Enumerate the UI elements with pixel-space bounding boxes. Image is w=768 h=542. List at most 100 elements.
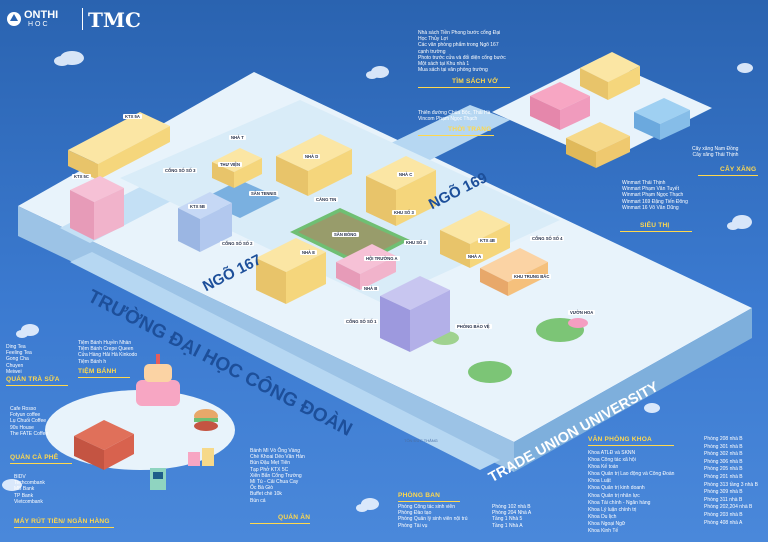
list-item: Cửa Hàng Hải Hà Kinkodo: [78, 352, 138, 359]
rule-tiem-banh: [78, 377, 130, 378]
building-ktx-5a[interactable]: [68, 112, 170, 180]
list-item: Thiên đường Chùa Bộc, Thái Hà: [418, 110, 491, 116]
list-item: Phòng 204 Nhà A: [492, 510, 532, 517]
list-item: Khoa Quản trị kinh doanh: [588, 485, 645, 492]
building-khu-trung-bac[interactable]: [480, 248, 548, 296]
label-cong-so-2: CỔNG SỐ SỐ 2: [220, 241, 255, 246]
list-item: Khoa Quản trị Lao động và Công Đoàn: [588, 471, 675, 478]
list-item: Tiệm Bánh h: [78, 358, 107, 365]
list-item: Winmart Thái Thịnh: [622, 180, 666, 186]
shop-gas-station[interactable]: [634, 98, 690, 140]
list-item: Khoa Kế toán: [588, 464, 619, 471]
list-item: Buffet chè 10k: [250, 491, 282, 498]
shop-bookstore[interactable]: [580, 52, 640, 100]
atm-icon[interactable]: [150, 468, 166, 490]
cake-shop-icon[interactable]: [136, 354, 180, 406]
list-phong-ban-names: Phòng Công tác sinh viên Phòng Đào tạo P…: [398, 504, 468, 529]
building-nha-e[interactable]: [256, 238, 326, 304]
cafe-shop-icon[interactable]: [74, 420, 134, 470]
heading-tiem-banh: TIỆM BÁNH: [78, 368, 117, 375]
list-item: Winmart Phạm Ngọc Thạch: [622, 192, 684, 199]
list-item: Phòng 408 nhà A: [704, 519, 743, 526]
list-item: Phòng 102 nhà B: [492, 504, 531, 510]
label-thu-vien: THƯ VIỆN: [218, 162, 242, 167]
list-item: Tiệm Bánh Huyền Nhàn: [78, 340, 132, 346]
label-nha-a: NHÀ A: [466, 254, 484, 259]
list-item: TP Bank: [14, 492, 34, 499]
list-khoa-names: Khoa ATLĐ và SKNN Khoa Công tác xã hội K…: [588, 450, 674, 535]
flower-bed: [568, 318, 588, 328]
list-quan-tra-sua: Ding Tea Feeling Tea Gong Cha Chuyen Mei…: [6, 344, 32, 375]
label-san-bong: SÂN BÓNG: [332, 232, 359, 237]
list-tim-sach-vo: Nhà sách Tiền Phong bước cổng Đại Học Th…: [418, 30, 506, 73]
list-item: Photo trước cửa và đối diện cổng bước: [418, 54, 506, 61]
list-item: Chuyen: [6, 362, 24, 369]
list-item: Khoa Kinh Tế: [588, 528, 619, 535]
map-base-right-side: [514, 308, 752, 472]
rule-quan-ca-phe: [10, 463, 72, 464]
shop-fashion-store[interactable]: [530, 82, 590, 130]
list-item: Tạp Phở KTX 5C: [250, 466, 289, 473]
list-item: Khoa Công tác xã hội: [588, 457, 636, 464]
list-item: cạnh trường: [418, 48, 446, 55]
heading-phong-ban: PHÒNG BAN: [398, 492, 441, 499]
shop-district-plate: [492, 58, 712, 162]
list-item: Winmart 169 Đặng Tiến Đông: [622, 198, 688, 205]
list-item: Phòng 306 nhà B: [704, 458, 743, 465]
label-cong-so-4: CỔNG SỐ SỐ 4: [530, 236, 565, 241]
list-item: Cây xăng Nam Đồng: [692, 146, 739, 152]
rule-sieu-thi: [620, 231, 692, 232]
list-item: Tầng 1 Nhà 5: [492, 516, 523, 523]
shop-supermarket[interactable]: [566, 122, 630, 168]
list-item: Bún cá: [250, 497, 266, 504]
list-item: Gong Cha: [6, 356, 29, 363]
list-item: Phòng 309 nhà B: [704, 489, 743, 496]
list-phong-ban-places: Phòng 102 nhà B Phòng 204 Nhà A Tầng 1 N…: [492, 504, 531, 529]
list-item: Feeling Tea: [6, 350, 32, 357]
list-item: Phòng 301 nhà B: [704, 443, 743, 450]
list-item: Winmart 16 Võ Văn Dũng: [622, 204, 679, 211]
list-item: Phòng 205 nhà B: [704, 466, 743, 473]
list-item: Khoa Lý luận chính trị: [588, 506, 637, 513]
list-item: Phòng 202,204 nhà B: [704, 504, 753, 511]
list-item: Nhà sách Tiền Phong bước cổng Đại: [418, 30, 501, 36]
building-nha-b[interactable]: [380, 276, 450, 352]
tmc-logo[interactable]: TMC: [88, 8, 141, 32]
rule-phong-ban: [398, 501, 460, 502]
heading-quan-tra-sua: QUÁN TRÀ SỮA: [6, 376, 60, 383]
list-item: Mì Tù - Cải Chua Cay: [250, 479, 299, 486]
list-item: Chè Khoai Dẻo Văn Hàn: [250, 454, 305, 461]
list-item: Cafe Rosso: [10, 406, 37, 412]
list-item: BIDV: [14, 474, 26, 480]
label-khu-trung-bac: KHU TRUNG BẮC: [512, 274, 552, 279]
heading-quan-ca-phe: QUÁN CÀ PHÊ: [10, 454, 59, 461]
garden-circle-1: [468, 361, 512, 383]
label-san-tennis: SÂN TENNIS: [249, 191, 279, 196]
list-item: 90s House: [10, 424, 34, 431]
building-nha-d[interactable]: [276, 134, 352, 196]
label-cong-so-1: CỔNG SỐ SỐ 1: [344, 319, 379, 324]
list-item: Bánh Mì Vò Ông Vàng: [250, 448, 301, 454]
building-ktx-5c[interactable]: [70, 176, 124, 240]
list-item: Khoa Luật: [588, 478, 611, 485]
list-item: Meiwei: [6, 368, 22, 375]
label-nha-e: NHÀ E: [300, 250, 318, 255]
list-item: Vincom Phạm Ngọc Thạch: [418, 116, 478, 123]
heading-quan-an: QUÁN ĂN: [278, 514, 311, 521]
list-item: Khoa Quản trị nhân lực: [588, 492, 640, 499]
onthi-emblem-icon: [7, 12, 21, 26]
list-item: Học Thủy Lợi: [418, 36, 448, 43]
rule-cay-xang: [698, 175, 758, 176]
list-item: Phòng Đào tạo: [398, 510, 432, 517]
list-item: Cây xăng Thái Thịnh: [692, 152, 739, 159]
list-item: Phòng 208 nhà B: [704, 436, 743, 442]
list-tiem-banh: Tiệm Bánh Huyền Nhàn Tiệm Bánh Crepe Que…: [78, 340, 137, 365]
burger-restaurant-icon[interactable]: [194, 409, 218, 431]
rule-may-rut-tien: [14, 527, 114, 528]
list-item: Phòng Tài vụ: [398, 522, 428, 529]
list-item: Vietcombank: [14, 498, 43, 505]
list-item: Phòng 203 nhà B: [704, 511, 743, 518]
heading-van-phong-khoa: VĂN PHÒNG KHOA: [588, 436, 652, 443]
onthi-logo-subtext: HOC: [28, 21, 50, 28]
list-cay-xang: Cây xăng Nam Đồng Cây xăng Thái Thịnh: [692, 146, 738, 158]
